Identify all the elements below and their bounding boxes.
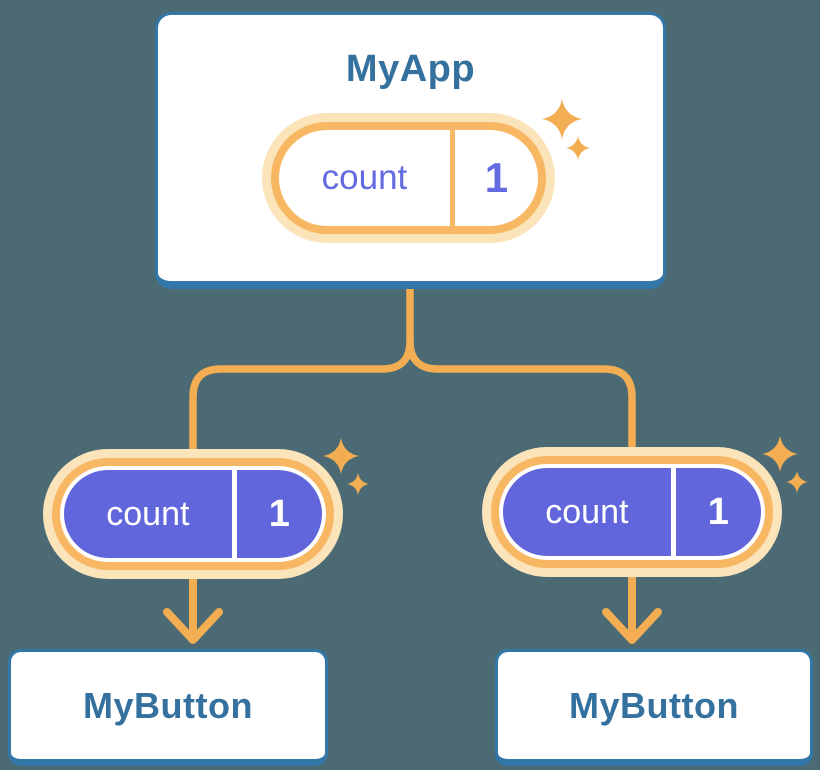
state-value: 1 [707,490,729,533]
pill-divider [449,130,455,226]
state-value: 1 [268,492,290,535]
pill-divider [670,468,676,556]
state-name: count [545,492,629,531]
arrow-down-icon-right [602,572,662,644]
state-pill-left-child: count 1 [43,449,343,579]
state-name: count [106,494,190,533]
state-pill-parent: count 1 [262,113,555,243]
state-value: 1 [484,154,509,201]
mybutton-component-card-right: MyButton [495,649,813,766]
component-title: MyButton [83,684,253,726]
state-name: count [321,158,408,197]
pill-ring: count 1 [271,122,546,234]
pill-divider [231,470,237,558]
parent-to-right-child-connector [406,340,636,455]
state-pill-right-child: count 1 [482,447,782,577]
pill-ring: count 1 [52,458,334,570]
arrow-down-icon-left [163,572,223,644]
component-title: MyApp [345,48,476,90]
component-title: MyButton [569,684,739,726]
mybutton-component-card-left: MyButton [8,649,328,766]
pill-ring: count 1 [491,456,773,568]
parent-to-left-child-connector [189,289,414,455]
